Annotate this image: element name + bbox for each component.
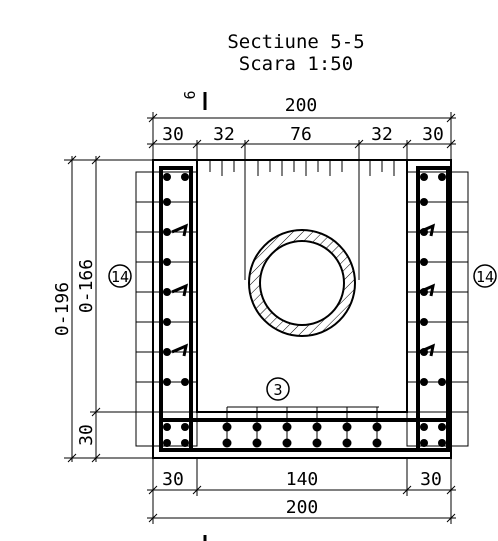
callout-bottom-label: 3 <box>273 381 282 399</box>
left-dim-inner: 0-166 <box>76 259 97 313</box>
left-dim-base: 30 <box>76 424 97 446</box>
top-dim-overall: 200 <box>285 95 318 116</box>
section-title: Sectiune 5-5 <box>227 31 364 53</box>
bottom-dim-seg-2: 140 <box>286 469 319 490</box>
callout-left: 14 <box>108 264 132 288</box>
cut-marker-label: 6 <box>181 90 199 99</box>
callout-right: 14 <box>473 264 497 288</box>
stirrups <box>159 166 450 452</box>
bottom-dimensions <box>147 458 456 524</box>
cut-marker: 6 <box>181 90 207 110</box>
top-dim-seg-1: 30 <box>162 124 184 145</box>
scale-label: Scara 1:50 <box>239 53 353 75</box>
pipe <box>248 229 356 337</box>
callout-left-label: 14 <box>111 268 129 286</box>
bottom-dim-seg-3: 30 <box>420 469 442 490</box>
rebar-right <box>420 173 446 447</box>
top-dimensions <box>147 112 456 162</box>
callout-bottom: 3 <box>266 377 290 401</box>
top-dim-seg-5: 30 <box>422 124 444 145</box>
callout-right-label: 14 <box>476 268 494 286</box>
bottom-dim-overall: 200 <box>286 497 319 518</box>
rebar-left <box>163 173 189 447</box>
top-dim-seg-2: 32 <box>213 124 235 145</box>
top-ticks <box>209 160 395 280</box>
rebar-hooks <box>171 223 436 357</box>
bottom-dim-seg-1: 30 <box>162 469 184 490</box>
top-dim-seg-3: 76 <box>290 124 312 145</box>
top-dim-seg-4: 32 <box>371 124 393 145</box>
left-dim-outer: 0-196 <box>52 282 73 336</box>
bottom-bars <box>222 406 382 448</box>
